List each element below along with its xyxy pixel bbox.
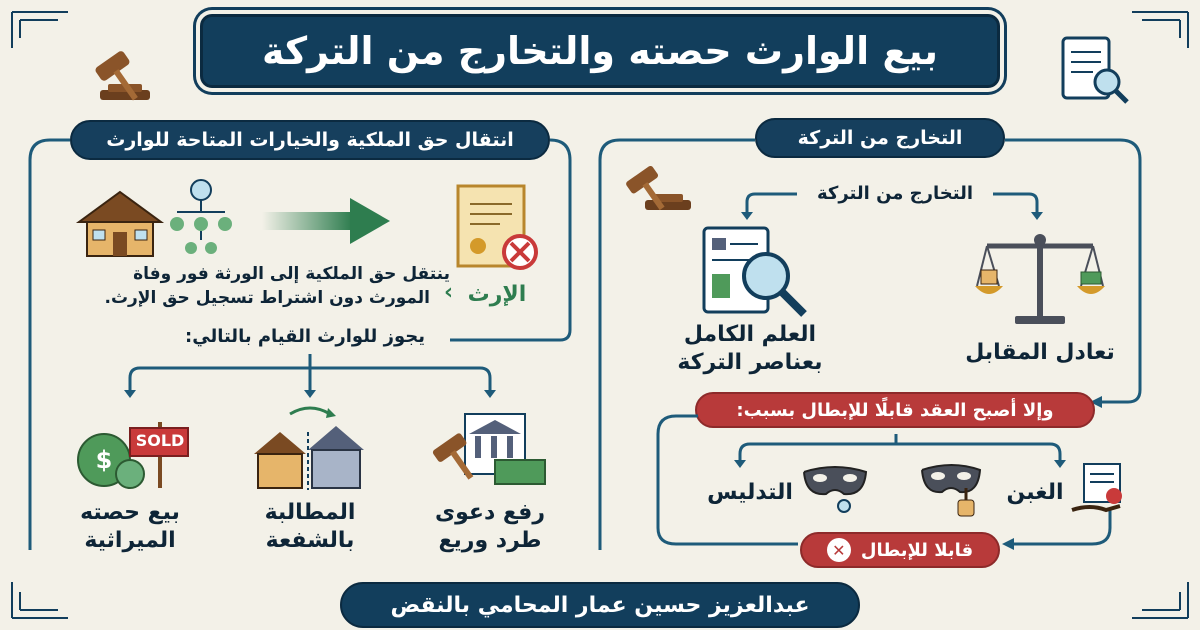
option-sell-share-line-1: بيع حصته — [80, 500, 180, 525]
option-preemption-line-2: بالشفعة — [265, 528, 355, 553]
cause-deception: الغبن — [1006, 480, 1064, 505]
preemption-houses-icon — [254, 406, 364, 490]
transfer-text-line-1: ينتقل حق الملكية إلى الورثة فور وفاة — [133, 264, 450, 284]
conditions-branch-arrows — [741, 192, 1043, 220]
right-section-header: التخارج من التركة — [755, 118, 1005, 158]
corner-ornament-bottom-right — [1132, 582, 1189, 619]
money-bags-sold-icon: $ — [77, 422, 189, 489]
right-section-frame — [598, 138, 1142, 550]
corner-ornament-bottom-left — [11, 582, 68, 619]
chevron-left-icon: ‹ — [444, 280, 454, 305]
void-cause-header: وإلا أصبح العقد قابلًا للإبطال بسبب: — [695, 392, 1095, 428]
gavel-small-icon — [626, 165, 691, 211]
cause-fraud: التدليس — [707, 480, 793, 505]
gavel-icon — [95, 51, 150, 101]
option-sell-share-line-2: الميراثية — [84, 528, 176, 553]
voidable-result-badge: قابلا للإبطال ✕ — [800, 532, 1000, 568]
lawsuit-gavel-icon — [432, 413, 546, 485]
condition-equivalence: تعادل المقابل — [965, 340, 1115, 365]
causes-branch-frame — [656, 414, 1112, 550]
sold-sign-text: SOLD — [135, 431, 185, 450]
family-tree-icon — [170, 179, 232, 254]
options-intro: يجوز للوارث القيام بالتالي: — [185, 326, 425, 347]
house-icon — [75, 190, 165, 257]
option-lawsuit-line-2: طرد وريع — [438, 528, 542, 553]
close-circle-icon: ✕ — [826, 538, 851, 562]
option-lawsuit-line-1: رفع دعوى — [434, 500, 546, 525]
svg-text:$: $ — [96, 446, 113, 474]
options-branch-arrows — [124, 354, 496, 398]
left-section-frame — [28, 138, 572, 550]
fraud-mask-icon — [803, 466, 868, 513]
right-sub-header: التخارج من التركة — [816, 183, 974, 204]
left-section-header: انتقال حق الملكية والخيارات المتاحة للوا… — [70, 120, 550, 160]
invoice-hand-icon — [1071, 463, 1122, 513]
inheritance-certificate-icon — [456, 184, 538, 270]
balance-scale-icon — [975, 234, 1105, 324]
condition-knowledge-line-1: العلم الكامل — [683, 322, 817, 347]
page-title: بيع الوارث حصته والتخارج من التركة — [200, 14, 1000, 88]
author-footer: عبدالعزيز حسين عمار المحامي بالنقض — [340, 582, 860, 628]
corner-ornament-top-right — [1132, 11, 1189, 48]
option-preemption-line-1: المطالبة — [264, 500, 356, 525]
corner-ornament-top-left — [11, 11, 68, 48]
condition-knowledge-line-2: بعناصر التركة — [677, 350, 823, 375]
deception-mask-thumbs-icon — [921, 464, 982, 517]
voidable-result-text: قابلا للإبطال — [860, 539, 974, 561]
inheritance-label: الإرث — [467, 282, 527, 307]
document-search-icon — [1061, 36, 1129, 104]
document-magnifier-icon — [702, 226, 807, 317]
transfer-text-line-2: المورث دون اشتراط تسجيل حق الإرث. — [104, 288, 430, 308]
transfer-arrow-icon — [262, 198, 390, 244]
